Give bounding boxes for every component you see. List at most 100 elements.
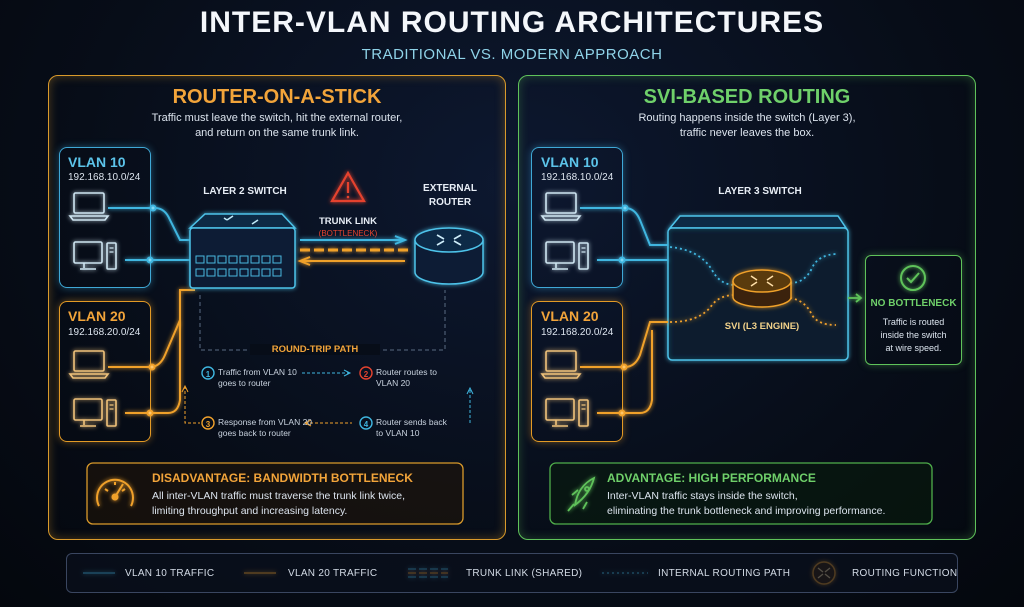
trunk-link [297,235,408,266]
step-2-marker [359,366,373,380]
laptop-icon [541,192,581,221]
vlan10-links-right [580,204,668,264]
router-on-a-stick-panel [48,75,506,540]
legend-internal-label: INTERNAL ROUTING PATH [658,568,791,579]
left-vlan10-subnet: 192.168.10.0/24 [68,172,141,183]
legend-trunk-label: TRUNK LINK (SHARED) [466,568,583,579]
right-vlan10-name: VLAN 10 [541,154,599,170]
right-desc-line1: Routing happens inside the switch (Layer… [638,112,856,124]
advantage-line1: Inter-VLAN traffic stays inside the swit… [607,490,798,502]
switch-icon [188,213,297,289]
layer2-switch-label: LAYER 2 SWITCH [203,186,287,197]
no-bottleneck-box [865,255,962,365]
left-desc-line2: and return on the same trunk link. [195,127,359,139]
desktop-icon [545,398,589,427]
step-3-line1: Response from VLAN 20 [218,417,313,427]
layer3-switch-label: LAYER 3 SWITCH [718,186,802,197]
advantage-desc: Inter-VLAN traffic stays inside the swit… [607,489,885,519]
left-vlan10-name: VLAN 10 [68,154,126,170]
svi-engine-label: SVI (L3 ENGINE) [724,321,800,332]
disadvantage-title: DISADVANTAGE: BANDWIDTH BOTTLENECK [152,471,413,485]
legend-routing-label: ROUTING FUNCTION [852,568,958,579]
step-2-line1: Router routes to [376,367,437,377]
vlan20-links-right [580,321,668,417]
right-vlan10-subnet: 192.168.10.0/24 [541,172,614,183]
roundtrip-path [199,290,446,351]
right-vlan20-subnet: 192.168.20.0/24 [541,327,614,338]
right-panel-title: SVI-BASED ROUTING [643,86,851,108]
internal-routing-path [669,246,837,326]
no-bottleneck-line1: Traffic is routed [882,317,945,327]
right-desc-line2: traffic never leaves the box. [679,127,815,139]
gauge-icon [96,478,134,507]
desktop-icon [545,241,589,270]
desktop-icon [73,398,117,427]
right-vlan10-box [531,147,623,288]
disadvantage-box [86,462,464,525]
left-panel-desc: Traffic must leave the switch, hit the e… [48,111,506,141]
disadvantage-line1: All inter-VLAN traffic must traverse the… [152,490,406,502]
warning-icon [330,170,366,203]
legend [66,553,958,593]
page-title: INTER-VLAN ROUTING ARCHITECTURES [199,6,825,39]
left-desc-line1: Traffic must leave the switch, hit the e… [151,112,403,124]
external-router-label-2: ROUTER [428,197,472,208]
svi-routing-panel [518,75,976,540]
laptop-icon [69,350,109,379]
step-3-marker [201,416,215,430]
step-4-marker [359,416,373,430]
step-1-line2: goes to router [218,378,271,388]
left-vlan10-box [59,147,151,288]
disadvantage-line2: limiting throughput and increasing laten… [152,505,348,517]
step-3-number: 3 [205,420,211,429]
disadvantage-desc: All inter-VLAN traffic must traverse the… [152,489,405,519]
left-vlan20-box [59,301,151,442]
step-2-number: 2 [363,370,369,379]
no-bottleneck-text: Traffic is routed inside the switch at w… [865,316,962,355]
step-3-line2: goes back to router [218,428,291,438]
vlan20-links-left [108,289,195,417]
step-2-line2: VLAN 20 [376,378,411,388]
left-vlan20-name: VLAN 20 [68,308,126,324]
laptop-icon [541,350,581,379]
no-bottleneck-line3: at wire speed. [885,343,942,353]
roundtrip-label: ROUND-TRIP PATH [250,344,380,355]
no-bottleneck-title: NO BOTTLENECK [870,298,957,309]
external-router-label-1: EXTERNAL [423,183,477,194]
desktop-icon [73,241,117,270]
advantage-line2: eliminating the trunk bottleneck and imp… [607,505,886,517]
right-panel-desc: Routing happens inside the switch (Layer… [518,111,976,141]
legend-vlan10-label: VLAN 10 TRAFFIC [125,568,215,579]
trunk-bottleneck-label: (BOTTLENECK) [318,229,378,238]
rocket-icon [567,476,596,512]
roundtrip-steps [181,366,474,430]
step-4-line1: Router sends back [376,417,447,427]
left-vlan20-subnet: 192.168.20.0/24 [68,327,141,338]
advantage-box [549,462,933,525]
right-vlan20-name: VLAN 20 [541,308,599,324]
step-4-line2: to VLAN 10 [376,428,420,438]
check-icon [900,265,926,291]
vlan10-links-left [108,204,195,264]
left-panel-title: ROUTER-ON-A-STICK [172,86,382,108]
step-4-number: 4 [363,420,369,429]
legend-vlan20-label: VLAN 20 TRAFFIC [288,568,378,579]
laptop-icon [69,192,109,221]
step-1-marker [201,366,215,380]
exit-arrow [848,293,863,303]
page-subtitle: TRADITIONAL VS. MODERN APPROACH [361,46,663,63]
step-1-number: 1 [205,370,211,379]
right-vlan20-box [531,301,623,442]
no-bottleneck-line2: inside the switch [880,330,947,340]
router-icon [414,227,484,285]
svi-router-icon [732,269,792,308]
advantage-title: ADVANTAGE: HIGH PERFORMANCE [607,471,816,485]
trunk-link-label: TRUNK LINK [318,216,378,227]
step-1-line1: Traffic from VLAN 10 [218,367,297,377]
